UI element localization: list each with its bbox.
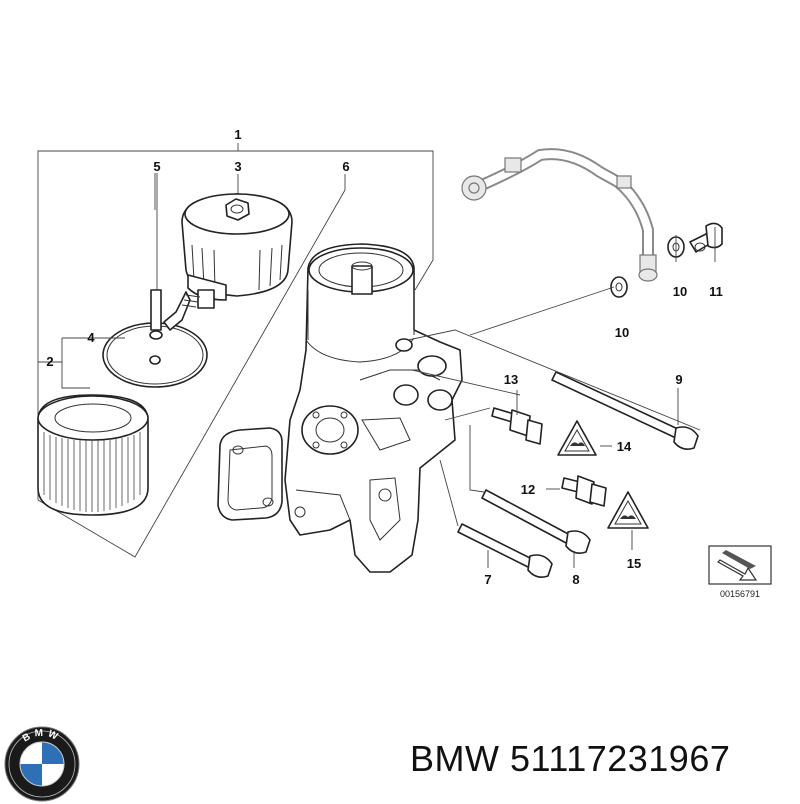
temperature-sensor <box>491 407 543 445</box>
group-bracket-2 <box>38 337 104 389</box>
leader-lines <box>98 173 716 568</box>
callout-5: 5 <box>153 159 160 174</box>
callout-15: 15 <box>627 556 641 571</box>
bolt-short <box>457 523 553 578</box>
long-bolt <box>551 371 699 450</box>
bmw-logo-icon: BMW <box>4 726 80 802</box>
page-title: BMW 51117231967 <box>410 738 731 779</box>
callout-13: 13 <box>504 372 518 387</box>
callout-2: 2 <box>46 354 53 369</box>
callout-3: 3 <box>234 159 241 174</box>
housing-gasket <box>217 427 283 521</box>
oil-pipe <box>461 148 658 282</box>
warning-label-triangle-lower <box>607 491 649 529</box>
filter-cap <box>163 193 293 331</box>
callout-14: 14 <box>617 439 632 454</box>
callout-labels: 1 2 3 4 5 6 7 8 9 10 10 11 12 13 14 15 <box>46 127 722 587</box>
oil-filter-housing <box>284 243 463 573</box>
callout-12: 12 <box>521 482 535 497</box>
reference-code: 00156791 <box>720 589 760 599</box>
callout-10-lower: 10 <box>615 325 629 340</box>
oil-filter-element <box>37 394 149 516</box>
o-ring-small <box>149 289 163 365</box>
callout-11: 11 <box>709 284 723 299</box>
callout-1: 1 <box>234 127 241 142</box>
callout-8: 8 <box>572 572 579 587</box>
pressure-switch <box>561 475 607 507</box>
callout-9: 9 <box>675 372 682 387</box>
sealing-washer-lower <box>610 276 628 298</box>
callout-10-upper: 10 <box>673 284 687 299</box>
bolt-medium <box>481 489 591 554</box>
orientation-box: 00156791 <box>708 545 772 599</box>
callout-4: 4 <box>87 330 95 345</box>
banjo-bolt <box>689 222 723 253</box>
callout-6: 6 <box>342 159 349 174</box>
callout-7: 7 <box>484 572 491 587</box>
warning-label-triangle-upper <box>557 420 597 456</box>
